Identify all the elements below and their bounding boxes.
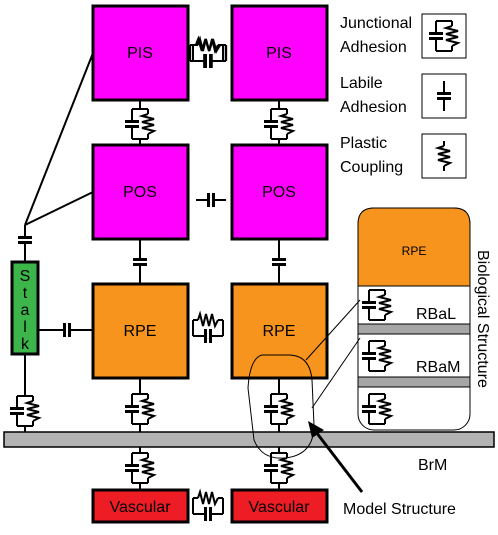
svg-text:Labile: Labile <box>340 75 383 92</box>
pis-right-box: PIS <box>230 4 329 102</box>
svg-text:RBaL: RBaL <box>416 306 456 323</box>
svg-text:POS: POS <box>123 184 157 201</box>
pos-damper-icon <box>195 192 227 208</box>
pis-pos-right-junctional-icon <box>264 109 293 139</box>
svg-text:RPE: RPE <box>402 244 427 258</box>
rpe-brm-left-junctional-icon <box>125 394 154 424</box>
arrow-icon <box>308 421 364 493</box>
brm-membrane <box>3 431 495 448</box>
svg-text:PIS: PIS <box>266 45 292 62</box>
pis-left-box: PIS <box>91 4 190 102</box>
svg-text:Vascular: Vascular <box>248 499 310 516</box>
legend: Junctional Adhesion Labile Adhesion Plas… <box>340 13 467 179</box>
svg-text:RPE: RPE <box>263 323 296 340</box>
stalk-brm-junctional-icon <box>10 396 39 426</box>
vascular-left-box: Vascular <box>91 488 190 524</box>
biological-structure-title: Biological Structure <box>474 250 491 388</box>
svg-text:RPE: RPE <box>124 323 157 340</box>
biological-structure-inset: RPE RBaL RBaM <box>357 207 471 431</box>
legend-labile-box <box>421 73 467 119</box>
vascular-right-box: Vascular <box>230 488 329 524</box>
svg-text:Vascular: Vascular <box>109 499 171 516</box>
svg-text:Adhesion: Adhesion <box>340 99 407 116</box>
stalk-rpe-damper-icon <box>51 322 83 338</box>
svg-text:Junctional: Junctional <box>340 15 412 32</box>
pos-rpe-left-damper-icon <box>132 246 148 278</box>
svg-text:Plastic: Plastic <box>340 135 387 152</box>
svg-text:RBaM: RBaM <box>416 359 460 376</box>
pos-rpe-right-damper-icon <box>271 246 287 278</box>
svg-text:Adhesion: Adhesion <box>340 39 407 56</box>
svg-text:PIS: PIS <box>127 45 153 62</box>
rpe-left-box: RPE <box>91 282 190 380</box>
rpe-coupling <box>193 314 223 343</box>
brm-label: BrM <box>418 457 447 474</box>
brm-vascular-left-junctional-icon <box>125 453 154 483</box>
vascular-coupling <box>193 492 223 521</box>
pis-pos-left-junctional-icon <box>125 109 154 139</box>
svg-text:POS: POS <box>262 184 296 201</box>
model-structure-outline <box>247 354 315 459</box>
stalk-top-damper-icon <box>17 224 33 256</box>
model-structure-label: Model Structure <box>343 501 456 518</box>
svg-text:Coupling: Coupling <box>340 159 403 176</box>
rpe-brm-right-junctional-icon <box>264 394 293 424</box>
pos-left-box: POS <box>91 143 190 241</box>
stalk-pis-link <box>24 52 94 226</box>
pis-coupling <box>193 39 223 68</box>
pos-right-box: POS <box>230 143 329 241</box>
stalk-pos-link <box>24 191 94 226</box>
rpe-right-box: RPE <box>230 282 329 380</box>
